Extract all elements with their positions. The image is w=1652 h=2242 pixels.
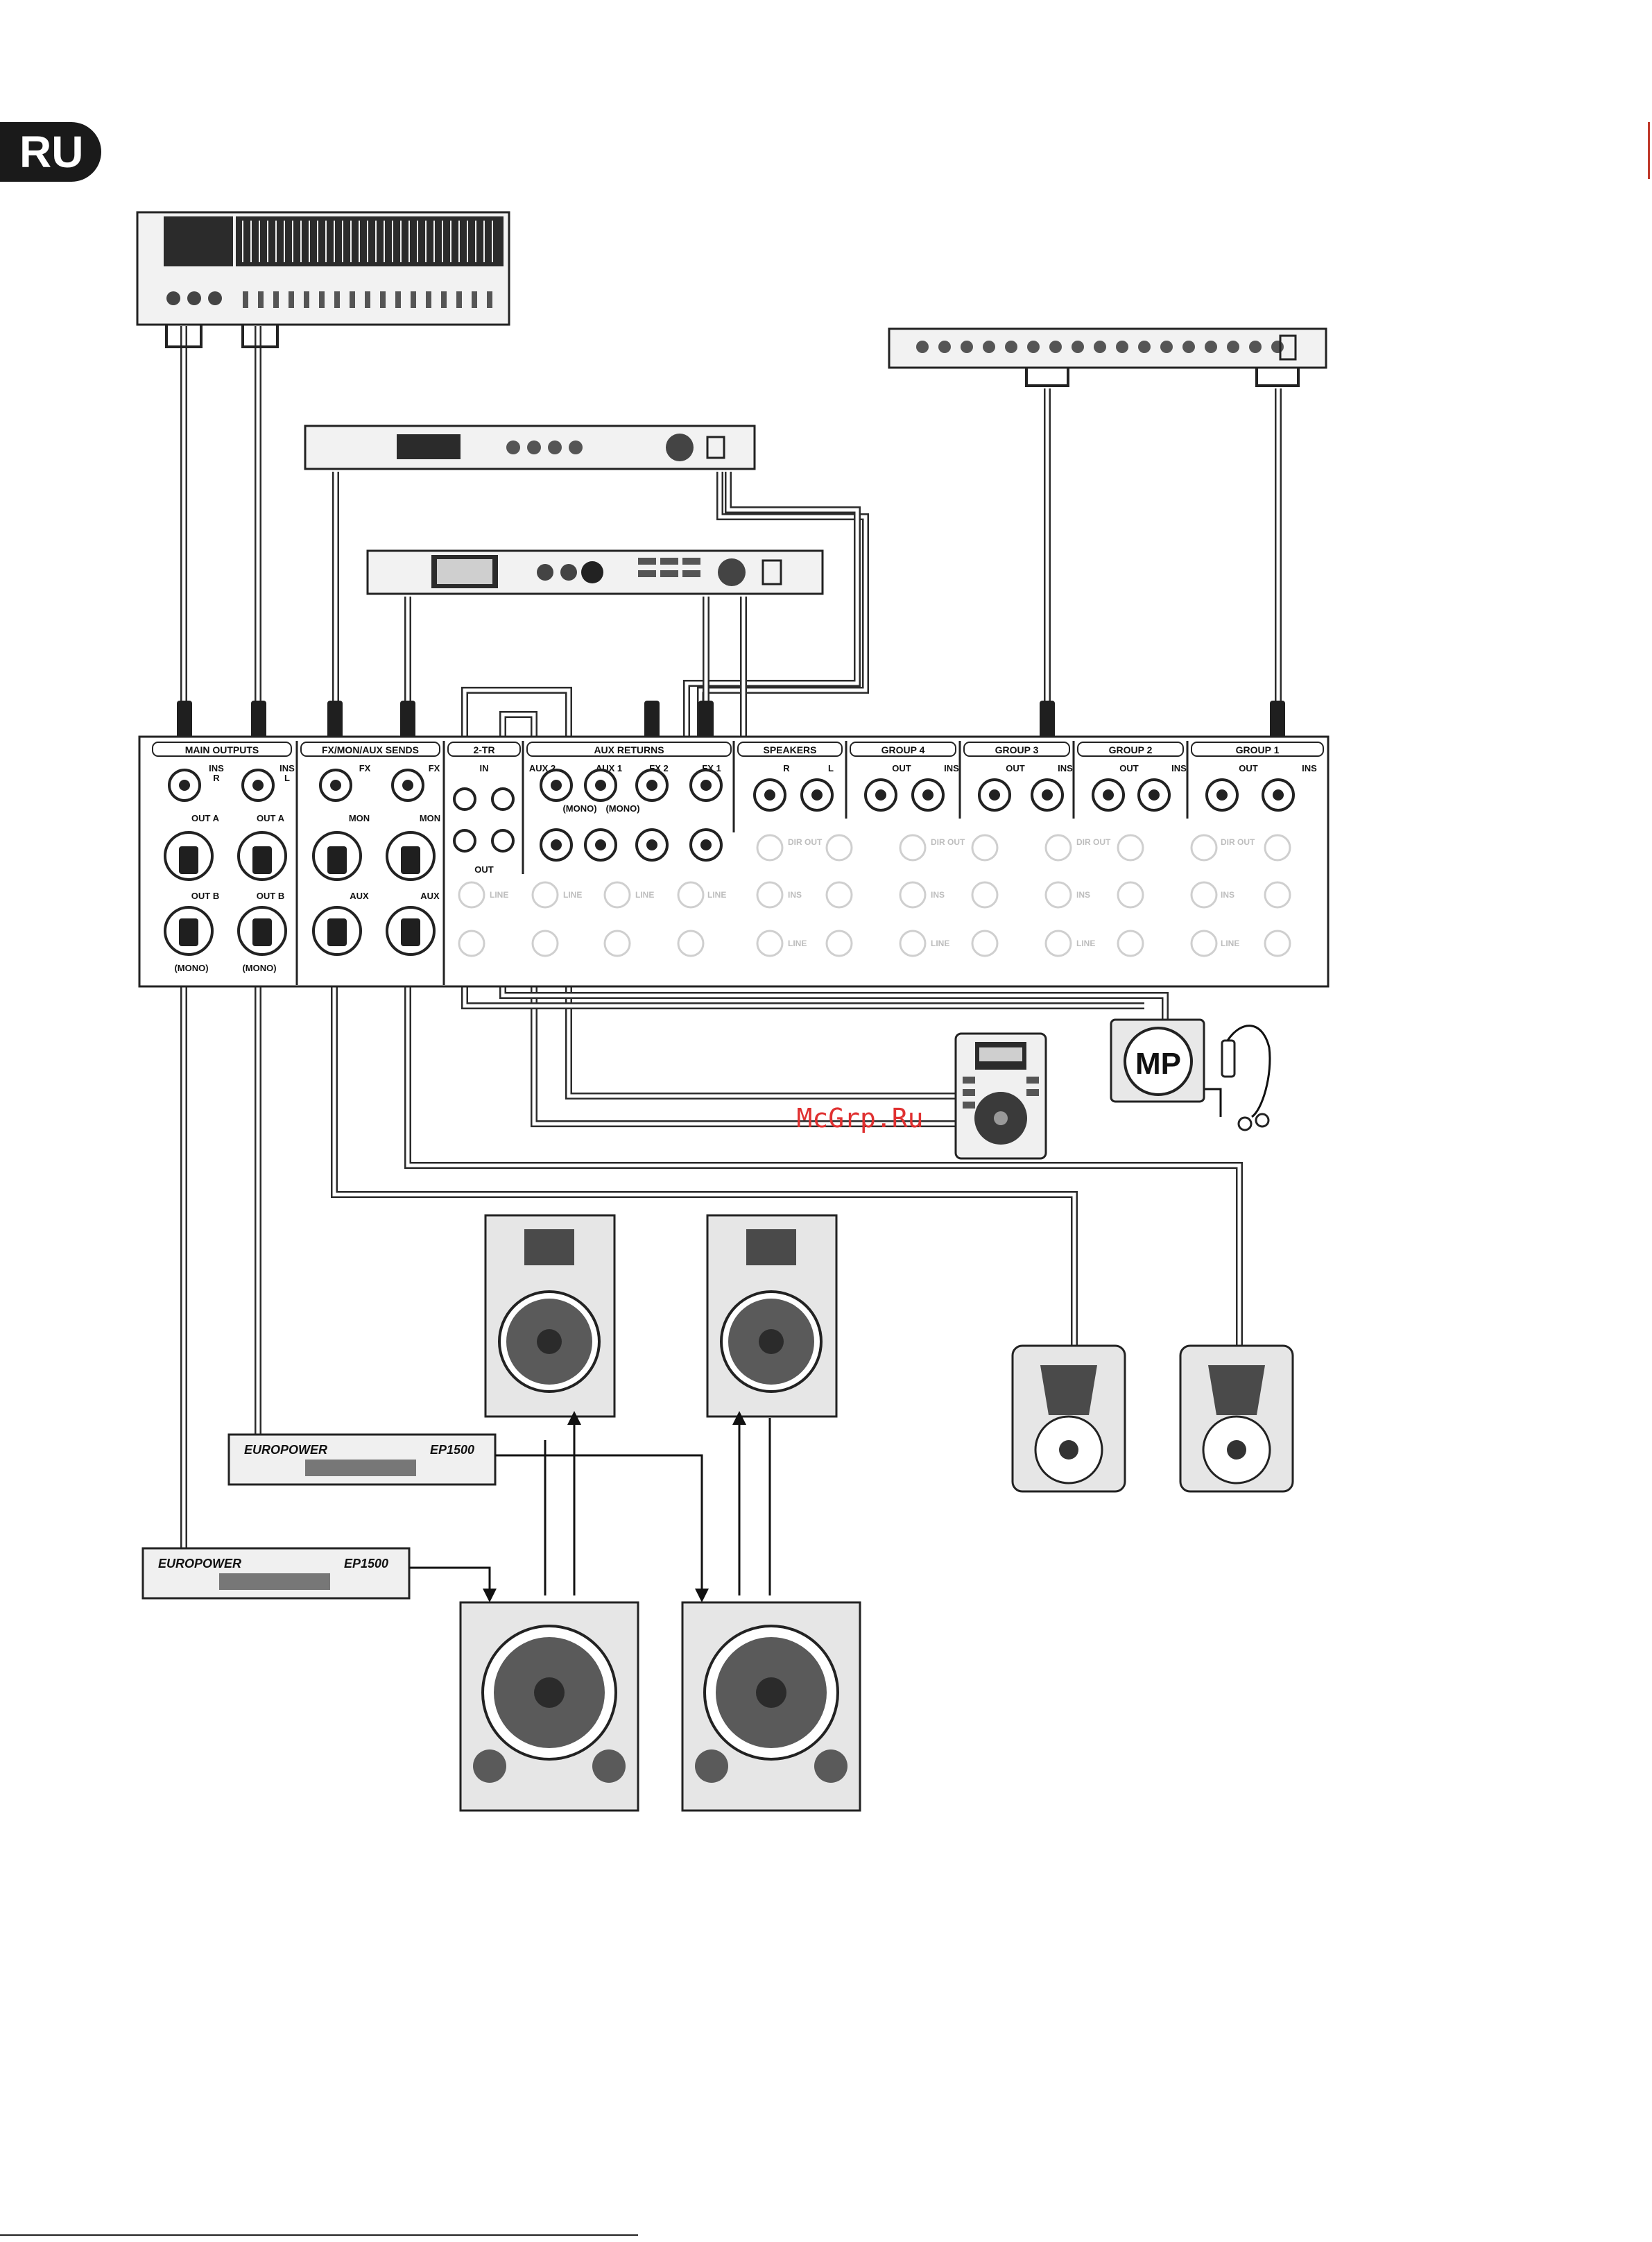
label-ins: INS: [931, 890, 945, 900]
label-l: L: [284, 773, 290, 783]
label-ins: INS: [209, 763, 224, 773]
label-ins: INS: [1171, 763, 1187, 773]
label-dir-out: DIR OUT: [788, 837, 823, 847]
amp-model: EP1500: [430, 1443, 474, 1457]
label-out: OUT: [1239, 763, 1258, 773]
label-dir-out: DIR OUT: [931, 837, 965, 847]
label-in: IN: [480, 763, 489, 773]
passive-speaker-left: [484, 1214, 616, 1418]
label-out-a: OUT A: [191, 813, 220, 823]
label-ins: INS: [1058, 763, 1073, 773]
section-label-group-2: GROUP 2: [1109, 744, 1153, 755]
label-ins: INS: [279, 763, 295, 773]
label-fx: FX: [429, 763, 440, 773]
active-monitor-left: [1011, 1344, 1126, 1493]
label-line: LINE: [490, 890, 508, 900]
channel-inputs-ghosted: [458, 834, 1291, 957]
cd-player: [954, 1032, 1047, 1160]
label-out-b: OUT B: [257, 891, 284, 901]
xlr-outputs: [164, 831, 436, 956]
label-mono: (MONO): [242, 963, 276, 973]
label-ins: INS: [1221, 890, 1234, 900]
speaker-wires: [409, 1411, 771, 1602]
label-aux: AUX: [420, 891, 440, 901]
label-r: R: [213, 773, 220, 783]
passive-speaker-right: [706, 1214, 838, 1418]
label-ins: INS: [788, 890, 802, 900]
label-out: OUT: [1119, 763, 1139, 773]
watermark: McGrp.Ru: [796, 1103, 923, 1133]
language-badge: RU: [0, 122, 101, 182]
label-dir-out: DIR OUT: [1221, 837, 1255, 847]
section-label-2-tr: 2-TR: [473, 744, 494, 755]
label-mono: (MONO): [174, 963, 208, 973]
label-out-b: OUT B: [191, 891, 219, 901]
label-l: L: [828, 763, 834, 773]
label-line: LINE: [635, 890, 654, 900]
label-out: OUT: [1006, 763, 1025, 773]
section-label-fx-mon-aux-sends: FX/MON/AUX SENDS: [322, 744, 419, 755]
label-out: OUT: [474, 864, 494, 875]
mixer-rear-panel: MAIN OUTPUTS FX/MON/AUX SENDS 2-TR AUX R…: [138, 735, 1330, 988]
amp-model: EP1500: [344, 1557, 388, 1571]
label-line: LINE: [563, 890, 582, 900]
power-amplifier-1: EUROPOWER EP1500: [227, 1433, 497, 1486]
label-line: LINE: [931, 939, 949, 948]
label-aux: AUX: [350, 891, 369, 901]
effects-processor-2: [366, 549, 824, 595]
section-label-main-outputs: MAIN OUTPUTS: [185, 744, 259, 755]
label-line: LINE: [707, 890, 726, 900]
rca-jacks: [453, 787, 515, 853]
label-line: LINE: [788, 939, 807, 948]
section-label-group-1: GROUP 1: [1236, 744, 1280, 755]
effects-processor-1: [304, 425, 756, 470]
label-r: R: [783, 763, 790, 773]
amp-brand: EUROPOWER: [158, 1557, 241, 1571]
mp3-logo: MP: [1135, 1047, 1181, 1081]
section-label-group-3: GROUP 3: [995, 744, 1039, 755]
dynamics-processor: [888, 327, 1327, 387]
active-monitor-right: [1179, 1344, 1294, 1493]
label-line: LINE: [1076, 939, 1095, 948]
label-out-a: OUT A: [257, 813, 285, 823]
page-edge-marker: [1648, 122, 1650, 179]
subwoofer-left: [459, 1601, 639, 1812]
section-label-aux-returns: AUX RETURNS: [594, 744, 664, 755]
label-fx: FX: [359, 763, 371, 773]
label-ins: INS: [1302, 763, 1317, 773]
graphic-equalizer: [136, 211, 510, 348]
label-mon: MON: [420, 813, 440, 823]
mp3-player-dock: MP: [1110, 1018, 1271, 1131]
amp-brand: EUROPOWER: [244, 1443, 327, 1457]
label-mono: (MONO): [562, 803, 596, 814]
section-label-group-4: GROUP 4: [881, 744, 925, 755]
label-ins: INS: [944, 763, 959, 773]
section-label-speakers: SPEAKERS: [763, 744, 816, 755]
label-line: LINE: [1221, 939, 1239, 948]
label-dir-out: DIR OUT: [1076, 837, 1111, 847]
power-amplifier-2: EUROPOWER EP1500: [141, 1547, 411, 1600]
trs-jacks: [168, 769, 1295, 862]
subwoofer-right: [681, 1601, 861, 1812]
label-ins: INS: [1076, 890, 1090, 900]
label-out: OUT: [892, 763, 911, 773]
label-mono: (MONO): [605, 803, 639, 814]
label-mon: MON: [349, 813, 370, 823]
